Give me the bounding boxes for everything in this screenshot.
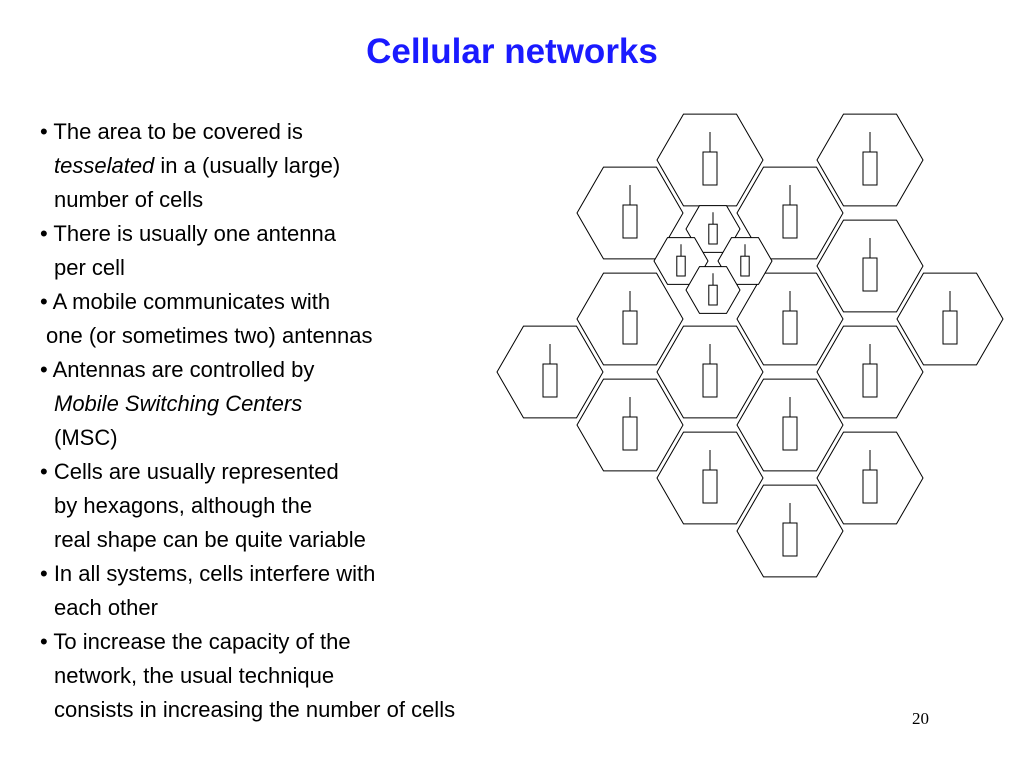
antenna-body: [622, 204, 638, 239]
antenna-body: [782, 310, 798, 345]
slide-title: Cellular networks: [366, 32, 658, 71]
bullet-text: • The area to be covered is: [40, 119, 303, 144]
bullet-item: • In all systems, cells interfere with ea…: [40, 557, 600, 625]
antenna-icon: [622, 291, 638, 345]
bullet-text: one (or sometimes two) antennas: [46, 323, 373, 348]
bullet-text: number of cells: [54, 187, 204, 212]
bullet-line: each other: [40, 591, 600, 625]
bullet-line: • A mobile communicates with: [40, 285, 600, 319]
antenna-body: [622, 416, 638, 451]
bullet-line: real shape can be quite variable: [40, 523, 600, 557]
bullet-line: per cell: [40, 251, 600, 285]
bullet-text: real shape can be quite variable: [54, 527, 366, 552]
bullet-list: • The area to be covered is tesselated in…: [40, 115, 600, 727]
bullet-line: • Cells are usually represented: [40, 455, 600, 489]
bullet-line: • Antennas are controlled by: [40, 353, 600, 387]
antenna-body: [740, 255, 750, 277]
antenna-body: [708, 284, 718, 306]
antenna-icon: [862, 450, 878, 504]
bullet-text: each other: [54, 595, 158, 620]
antenna-body: [862, 363, 878, 398]
bullet-line: • In all systems, cells interfere with: [40, 557, 600, 591]
antenna-icon: [942, 291, 958, 345]
small-antenna-icon: [676, 244, 686, 277]
antenna-icon: [622, 397, 638, 451]
antenna-icon: [782, 503, 798, 557]
bullet-text: • There is usually one antenna: [40, 221, 336, 246]
antenna-body: [542, 363, 558, 398]
small-antenna-icon: [708, 273, 718, 306]
antenna-icon: [542, 344, 558, 398]
antenna-icon: [862, 132, 878, 186]
bullet-line: number of cells: [40, 183, 600, 217]
antenna-body: [622, 310, 638, 345]
antenna-body: [782, 416, 798, 451]
bullet-item: • To increase the capacity of the network…: [40, 625, 600, 727]
antenna-body: [862, 257, 878, 292]
bullet-item: • Cells are usually represented by hexago…: [40, 455, 600, 557]
bullet-line: Mobile Switching Centers: [40, 387, 600, 421]
antenna-icon: [702, 344, 718, 398]
bullet-line: by hexagons, although the: [40, 489, 600, 523]
bullet-text: • Antennas are controlled by: [40, 357, 315, 382]
bullet-line: network, the usual technique: [40, 659, 600, 693]
bullet-line: • There is usually one antenna: [40, 217, 600, 251]
antenna-icon: [782, 185, 798, 239]
bullet-text: consists in increasing the number of cel…: [54, 697, 456, 722]
antenna-icon: [862, 344, 878, 398]
bullet-text: • Cells are usually represented: [40, 459, 339, 484]
antenna-body: [782, 204, 798, 239]
bullet-text: • In all systems, cells interfere with: [40, 561, 376, 586]
small-antenna-icon: [740, 244, 750, 277]
antenna-body: [782, 522, 798, 557]
bullet-line: tesselated in a (usually large): [40, 149, 600, 183]
bullet-text: by hexagons, although the: [54, 493, 313, 518]
antenna-body: [702, 469, 718, 504]
bullet-item: • There is usually one antenna per cell: [40, 217, 600, 285]
antenna-icon: [702, 132, 718, 186]
bullet-line: one (or sometimes two) antennas: [40, 319, 600, 353]
antenna-body: [942, 310, 958, 345]
bullet-line: • To increase the capacity of the: [40, 625, 600, 659]
small-antenna-icon: [708, 212, 718, 245]
antenna-body: [862, 469, 878, 504]
antenna-icon: [782, 397, 798, 451]
antenna-icon: [862, 238, 878, 292]
bullet-text: network, the usual technique: [54, 663, 335, 688]
bullet-text: in a (usually large): [154, 153, 341, 178]
antenna-body: [702, 151, 718, 186]
italic-text: Mobile Switching Centers: [54, 391, 303, 416]
antenna-body: [862, 151, 878, 186]
bullet-text: per cell: [54, 255, 125, 280]
bullet-item: • Antennas are controlled by Mobile Switc…: [40, 353, 600, 455]
bullet-text: • To increase the capacity of the: [40, 629, 351, 654]
antenna-icon: [622, 185, 638, 239]
page-number: 20: [912, 709, 929, 728]
bullet-line: consists in increasing the number of cel…: [40, 693, 600, 727]
antenna-body: [676, 255, 686, 277]
bullet-text: (MSC): [54, 425, 118, 450]
bullet-line: (MSC): [40, 421, 600, 455]
antenna-body: [702, 363, 718, 398]
antenna-body: [708, 223, 718, 245]
bullet-text: • A mobile communicates with: [40, 289, 331, 314]
bullet-line: • The area to be covered is: [40, 115, 600, 149]
antenna-icon: [702, 450, 718, 504]
bullet-item: • The area to be covered is tesselated in…: [40, 115, 600, 217]
antenna-icon: [782, 291, 798, 345]
bullet-item: • A mobile communicates with one (or some…: [40, 285, 600, 353]
italic-text: tesselated: [54, 153, 155, 178]
